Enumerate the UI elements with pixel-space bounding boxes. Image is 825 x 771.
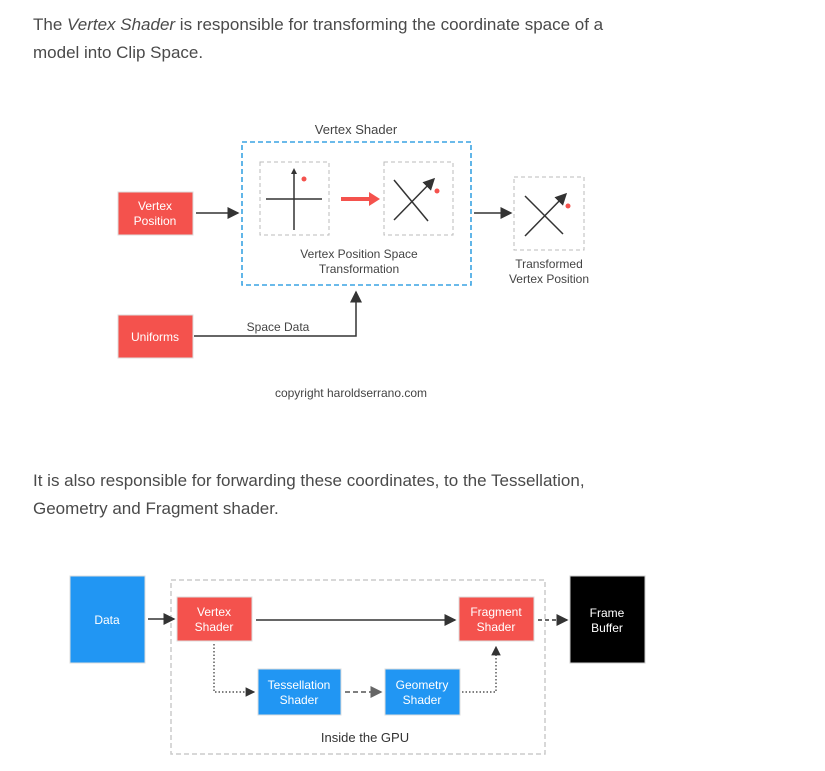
frame-buffer-label-1: Frame: [590, 606, 625, 620]
transformed-label-2: Vertex Position: [509, 272, 589, 286]
transform-label-2: Transformation: [319, 262, 399, 276]
copyright-text: copyright haroldserrano.com: [275, 386, 427, 400]
tessellation-shader-box: [257, 668, 342, 716]
space-data-arrow: [194, 290, 362, 337]
intro-emphasis: Vertex Shader: [67, 15, 176, 34]
geometry-label-2: Shader: [403, 693, 442, 707]
vertex-position-label-2: Position: [134, 214, 177, 228]
vertex-position-label-1: Vertex: [138, 199, 172, 213]
output-axis-1: [524, 195, 564, 235]
intro-suffix: is responsible for transforming the coor…: [33, 15, 604, 62]
geometry-shader-box: [384, 668, 461, 716]
shader-box: [241, 141, 472, 286]
transform-label-1: Vertex Position Space: [300, 247, 418, 261]
gpu-pipeline-diagram: Inside the GPU Data Vertex Shader Fragme…: [69, 575, 646, 755]
output-coord-box: [513, 176, 585, 251]
tessellation-label-2: Shader: [280, 693, 319, 707]
intro-paragraph: The Vertex Shader is responsible for tra…: [33, 11, 653, 67]
space-data-label: Space Data: [247, 320, 310, 334]
coord-box-after: [383, 161, 454, 236]
vertex-to-tessellation-arrow: [213, 644, 256, 697]
forwarding-paragraph: It is also responsible for forwarding th…: [33, 471, 585, 518]
output-axis-2: [524, 192, 568, 237]
y-axis-arrow-icon: [291, 168, 297, 174]
transformed-point-icon: [434, 188, 440, 194]
vertex-position-box: [117, 191, 194, 236]
rotated-axis-1: [393, 179, 429, 222]
gpu-boundary: [170, 579, 546, 755]
fragment-shader-box: [458, 596, 535, 642]
vertex-shader-box: [176, 596, 253, 642]
data-label: Data: [94, 613, 120, 627]
frame-buffer-box: [569, 575, 646, 664]
tessellation-label-1: Tessellation: [268, 678, 331, 692]
shader-title: Vertex Shader: [315, 122, 398, 137]
vertex-point-icon: [301, 176, 307, 182]
uniforms-box: [117, 314, 194, 359]
output-point-icon: [565, 203, 571, 209]
geometry-to-fragment-arrow: [462, 645, 501, 693]
transform-arrow-head-icon: [369, 192, 380, 206]
fragment-shader-label-1: Fragment: [470, 605, 522, 619]
uniforms-label: Uniforms: [131, 330, 179, 344]
transformed-label-1: Transformed: [515, 257, 583, 271]
vertex-shader-label-2: Shader: [195, 620, 234, 634]
rotated-axis-2: [393, 177, 436, 221]
vertex-shader-diagram: Vertex Shader Vertex Position Vertex Pos…: [117, 122, 589, 400]
coord-box-before: [259, 161, 330, 236]
data-box: [69, 575, 146, 664]
geometry-label-1: Geometry: [396, 678, 449, 692]
fragment-shader-label-2: Shader: [477, 620, 516, 634]
frame-buffer-label-2: Buffer: [591, 621, 623, 635]
gpu-label: Inside the GPU: [321, 730, 409, 745]
vertex-shader-label-1: Vertex: [197, 605, 231, 619]
intro-prefix: The: [33, 15, 68, 34]
